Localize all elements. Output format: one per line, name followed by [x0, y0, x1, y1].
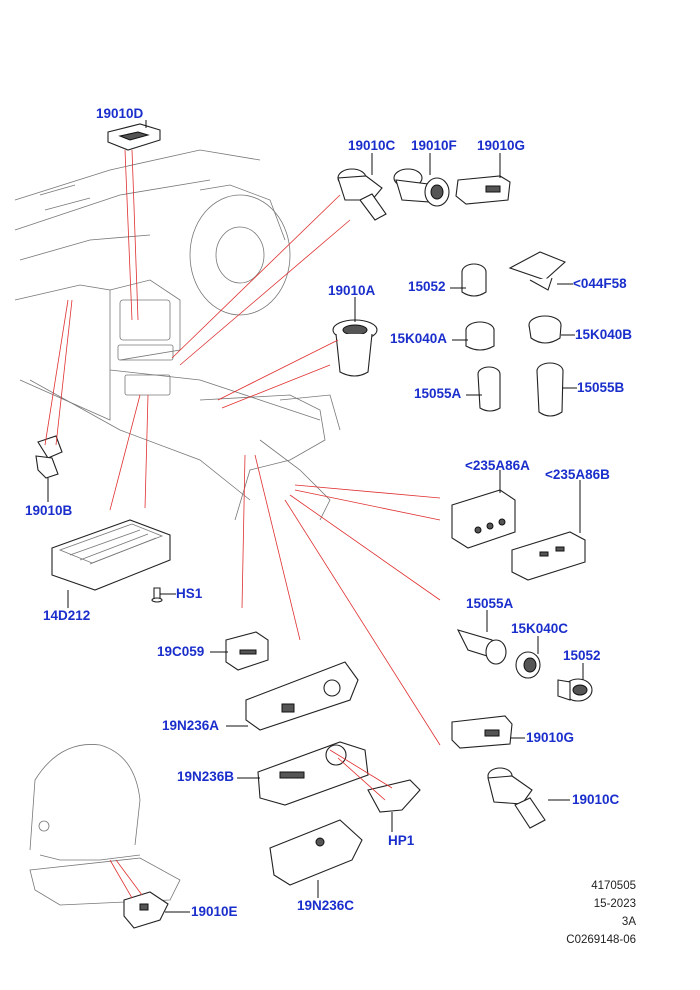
callout-19C059: 19C059 — [157, 644, 205, 659]
part-19010F-icon — [393, 168, 450, 207]
part-19010C-top-icon — [337, 168, 387, 221]
callout-19010F: 19010F — [411, 138, 457, 153]
part-HP1-icon — [367, 779, 421, 813]
callout-ticks — [47, 120, 584, 913]
callout-HP1: HP1 — [388, 833, 415, 848]
callout-235A86A: <235A86A — [465, 458, 530, 473]
part-19010A-icon — [332, 319, 378, 377]
callout-19010G-top: 19010G — [477, 138, 526, 153]
callout-14D212: 14D212 — [43, 608, 91, 623]
part-19010E-icon — [123, 891, 169, 929]
part-19010G-top-icon — [455, 175, 511, 205]
callout-19010C-top: 19010C — [348, 138, 396, 153]
callout-19N236C: 19N236C — [297, 898, 355, 913]
callout-15055B: 15055B — [577, 380, 625, 395]
part-15052-top-icon — [461, 263, 487, 297]
part-19N236B-icon — [257, 741, 369, 806]
part-19010G-bot-icon — [451, 715, 513, 749]
callout-044F58: <044F58 — [573, 276, 627, 291]
part-15055A-mid-icon — [456, 629, 507, 665]
part-15K040A-icon — [465, 321, 495, 351]
illustration-date: 15-2023 — [593, 898, 636, 910]
callout-19010D: 19010D — [96, 106, 144, 121]
part-19N236C-icon — [269, 819, 363, 886]
callout-15K040A: 15K040A — [390, 331, 448, 346]
part-15055A-top-icon — [477, 366, 501, 412]
callout-19010G-bot: 19010G — [526, 730, 575, 745]
part-235A86B-icon — [511, 531, 586, 581]
leader-lines — [44, 149, 441, 899]
illustration-revision: 3A — [621, 916, 636, 928]
illustration-number: 4170505 — [591, 880, 636, 892]
part-19010B-icon — [35, 435, 63, 479]
part-044F58-icon — [508, 251, 567, 291]
part-19010D-icon — [107, 123, 161, 151]
callout-19010A: 19010A — [328, 283, 376, 298]
callout-15055A-mid: 15055A — [466, 596, 514, 611]
callout-HS1: HS1 — [176, 586, 203, 601]
part-235A86A-icon — [451, 489, 516, 549]
callout-15052-mid: 15052 — [563, 648, 601, 663]
part-15055B-icon — [536, 362, 564, 417]
callout-15052-top: 15052 — [408, 279, 446, 294]
part-15K040B-icon — [528, 315, 562, 344]
callout-19010B: 19010B — [25, 503, 73, 518]
part-19010C-bot-icon — [487, 767, 546, 829]
callout-235A86B: <235A86B — [545, 467, 610, 482]
part-15K040C-icon — [515, 651, 541, 679]
part-19N236A-icon — [245, 661, 359, 731]
part-HS1-icon — [151, 587, 163, 603]
callout-19010C-bot: 19010C — [572, 792, 620, 807]
part-15052-mid-icon — [557, 678, 593, 702]
callout-15K040B: 15K040B — [575, 327, 633, 342]
callout-15K040C: 15K040C — [511, 621, 569, 636]
headrest-sketch — [29, 744, 181, 906]
vehicle-interior-sketch — [14, 149, 341, 521]
illustration-code: C0269148-06 — [566, 934, 636, 946]
part-14D212-icon — [51, 519, 171, 591]
part-19C059-icon — [225, 631, 269, 671]
callout-15055A-top: 15055A — [414, 386, 462, 401]
callout-19N236A: 19N236A — [162, 718, 220, 733]
callout-19N236B: 19N236B — [177, 769, 235, 784]
callout-19010E: 19010E — [191, 904, 238, 919]
